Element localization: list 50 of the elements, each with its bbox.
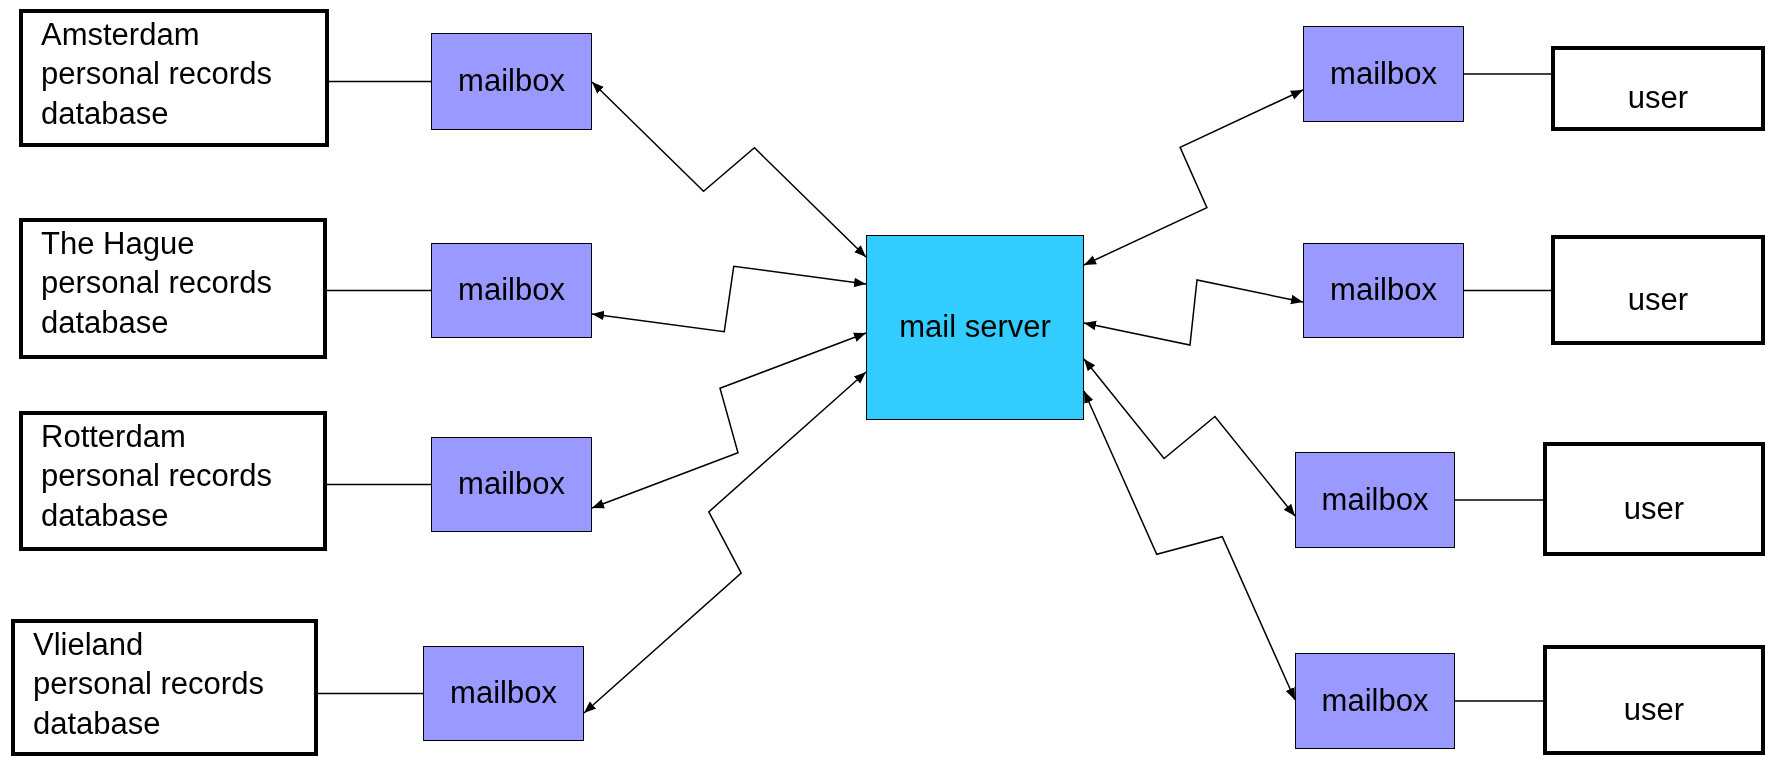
connector-line — [326, 483, 432, 486]
server-box — [866, 235, 1084, 420]
box-label: mailbox — [1330, 271, 1437, 310]
database-box — [19, 9, 329, 147]
mailbox-box — [431, 437, 592, 532]
mailbox-box — [1295, 653, 1455, 749]
mailbox-box — [423, 646, 584, 741]
box-label: user — [1623, 489, 1685, 528]
box-label: mailbox — [450, 674, 557, 713]
lightning-arrow — [1083, 390, 1296, 701]
database-box — [19, 411, 327, 551]
connector-line — [328, 80, 432, 83]
mailbox-box — [1303, 26, 1464, 122]
mailbox-box — [1295, 452, 1455, 548]
box-label: user — [1627, 79, 1689, 118]
user-box — [1551, 235, 1765, 345]
lightning-arrow — [1083, 358, 1296, 517]
connector-line — [1454, 499, 1544, 501]
lightning-arrow — [591, 332, 867, 509]
lightning-arrow — [591, 81, 867, 258]
user-box — [1551, 46, 1765, 131]
box-label: mailbox — [1330, 54, 1437, 93]
database-label: Amsterdam personal records database — [41, 16, 273, 133]
lightning-arrow — [591, 265, 867, 333]
connector-line — [1463, 289, 1552, 292]
lightning-arrow — [1083, 89, 1304, 266]
connector-line — [317, 692, 424, 695]
box-label: mailbox — [458, 271, 565, 310]
mailbox-box — [431, 243, 592, 338]
lightning-arrow — [583, 371, 867, 714]
box-label: mailbox — [458, 465, 565, 504]
database-label: Rotterdam personal records database — [41, 418, 273, 535]
box-label: mailbox — [458, 62, 565, 101]
box-label: user — [1623, 690, 1685, 729]
box-label: mailbox — [1321, 480, 1429, 519]
lightning-arrow — [1083, 279, 1304, 346]
database-label: Vlieland personal records database — [33, 626, 265, 743]
user-box — [1543, 645, 1765, 755]
box-label: user — [1627, 280, 1689, 319]
connector-line — [326, 289, 432, 292]
database-box — [11, 619, 318, 756]
mailbox-box — [1303, 243, 1464, 338]
user-box — [1543, 442, 1765, 556]
mailbox-box — [431, 33, 592, 130]
database-label: The Hague personal records database — [41, 225, 273, 342]
connector-line — [1463, 73, 1552, 75]
box-label: mailbox — [1321, 681, 1429, 720]
database-box — [19, 218, 327, 359]
box-label: mail server — [899, 308, 1051, 347]
connector-line — [1454, 700, 1544, 702]
